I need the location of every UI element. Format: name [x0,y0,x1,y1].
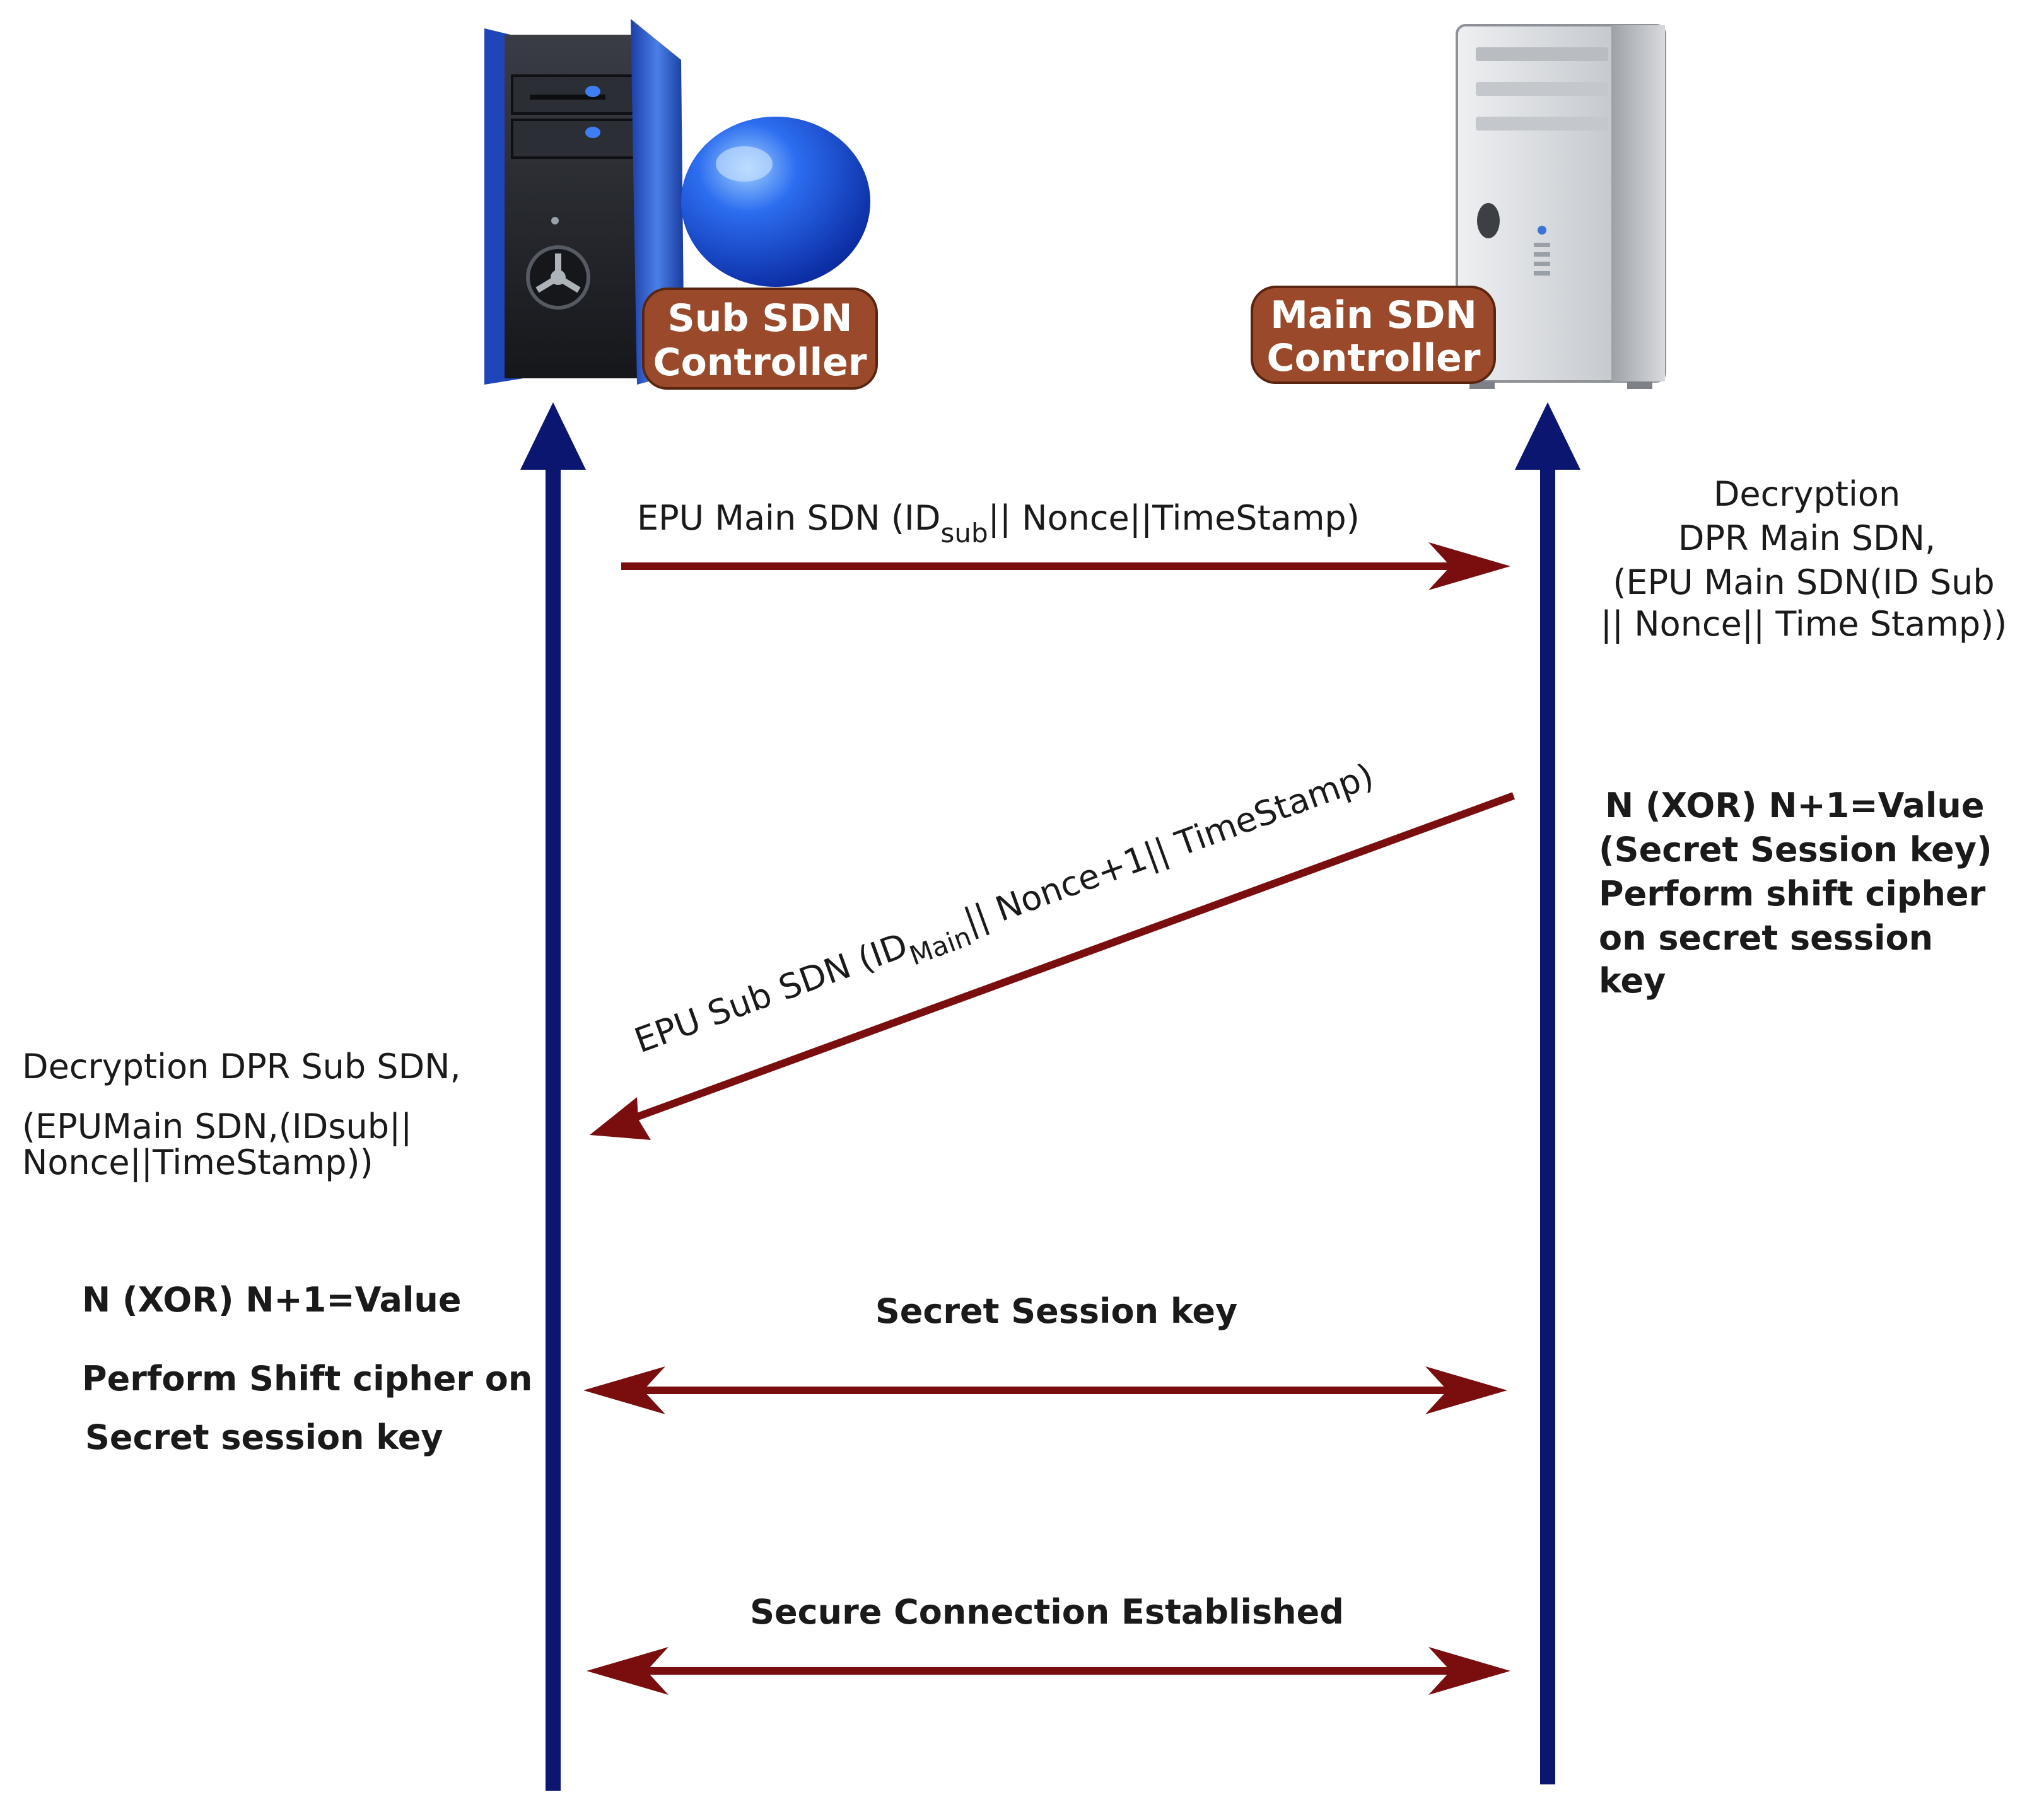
sub-shift-line2: Secret session key [85,1417,443,1457]
sub-dec-line1: Decryption DPR Sub SDN, [22,1047,461,1086]
m1-prefix: EPU Main SDN (ID [637,498,940,538]
main-badge-line1: Main SDN [1270,293,1477,337]
m1-suffix: || Nonce||TimeStamp) [988,498,1360,538]
m2-suffix: || Nonce+1|| TimeStamp) [959,755,1379,941]
main-xor-line2: (Secret Session key) [1599,830,1992,870]
main-dec-line3: (EPU Main SDN(ID Sub [1613,562,1994,602]
sub-badge-line2: Controller [653,340,867,385]
main-sdn-controller-badge: Main SDN Controller [1251,286,1496,384]
sub-dec-line2: (EPUMain SDN,(IDsub|| [22,1107,412,1146]
sub-decryption-note: Decryption DPR Sub SDN, (EPUMain SDN,(ID… [22,1047,461,1182]
sub-sdn-controller-badge: Sub SDN Controller [642,288,878,390]
message-2-label: EPU Sub SDN (IDMain|| Nonce+1|| TimeStam… [629,755,1382,1069]
main-xor-line3: Perform shift cipher [1599,874,1986,914]
message-4-arrow [587,1647,1510,1695]
sub-dec-line3: Nonce||TimeStamp)) [22,1143,373,1182]
message-4-label: Secure Connection Established [750,1592,1344,1632]
sub-xor-line1: N (XOR) N+1=Value [82,1280,461,1320]
main-lifeline [1515,402,1580,1784]
main-badge-line2: Controller [1267,336,1481,380]
sub-server-with-blue-sphere-icon [484,19,870,385]
sub-badge-line1: Sub SDN [668,296,853,340]
message-3-arrow [583,1366,1507,1414]
main-server-tower-icon [1456,24,1666,389]
sub-shift-line1: Perform Shift cipher on [82,1359,532,1399]
main-xor-line4: on secret session [1599,918,1933,958]
main-xor-note: N (XOR) N+1=Value (Secret Session key) P… [1599,786,1992,1001]
message-1-label: EPU Main SDN (IDsub|| Nonce||TimeStamp) [637,498,1360,549]
m1-subscript: sub [940,518,988,549]
m2-subscript: Main [906,921,976,971]
main-dec-line4: || Nonce|| Time Stamp)) [1601,604,2007,644]
message-1-arrow [621,542,1510,590]
main-decryption-note: Decryption DPR Main SDN, (EPU Main SDN(I… [1601,474,2007,644]
main-dec-line2: DPR Main SDN, [1678,518,1936,558]
main-xor-line1: N (XOR) N+1=Value [1605,786,1984,825]
message-2-arrow [590,792,1515,1140]
sub-lifeline [520,402,586,1791]
main-xor-line5: key [1599,961,1666,1001]
message-3-label: Secret Session key [875,1291,1237,1331]
sub-xor-note: N (XOR) N+1=Value Perform Shift cipher o… [82,1280,532,1457]
m2-prefix: EPU Sub SDN (ID [629,925,913,1061]
main-dec-line1: Decryption [1714,474,1900,514]
